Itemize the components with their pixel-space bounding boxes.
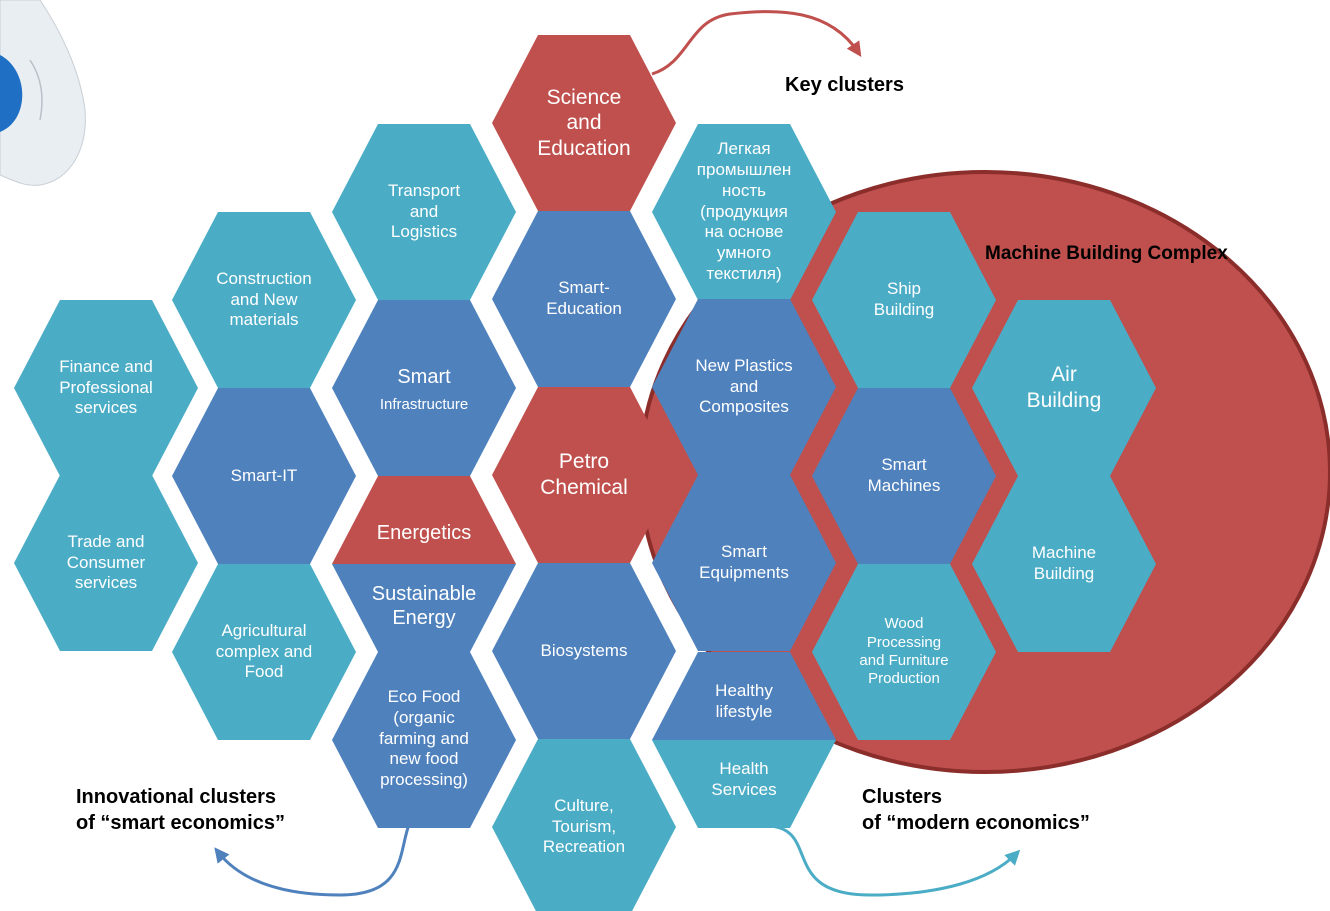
hex-light-industry — [652, 124, 836, 300]
hex-transport — [332, 124, 516, 300]
hex-smart-equipments — [652, 475, 836, 651]
hex-smart-it — [172, 388, 356, 564]
hex-smart-infrastructure — [332, 300, 516, 476]
hex-agricultural — [172, 564, 356, 740]
hex-air-building — [972, 300, 1156, 476]
hex-culture — [492, 739, 676, 911]
arrow-key-clusters — [651, 10, 862, 76]
hex-new-plastics — [652, 299, 836, 475]
caption-innovational-clusters: Innovational clusters of “smart economic… — [76, 786, 285, 834]
hex-machine-building — [972, 476, 1156, 652]
arrow-modern — [769, 824, 1021, 897]
hex-biosystems — [492, 563, 676, 739]
hex-finance — [14, 300, 198, 476]
hex-construction — [172, 212, 356, 388]
hex-sustainable-energy — [332, 564, 516, 652]
hex-trade — [14, 475, 198, 651]
hex-wood-processing — [812, 564, 996, 740]
caption-modern-economics: Clusters of “modern economics” — [862, 786, 1090, 834]
hex-petro — [492, 387, 676, 563]
hex-energetics — [332, 476, 516, 564]
hex-eco-food — [332, 652, 516, 828]
hex-smart-machines — [812, 388, 996, 564]
hex-smart-education — [492, 211, 676, 387]
arrow-innovational — [214, 821, 412, 897]
map-fragment — [0, 0, 86, 186]
caption-machine-building-complex: Machine Building Complex — [985, 243, 1228, 264]
hex-healthy-lifestyle — [652, 652, 836, 740]
caption-key-clusters: Key clusters — [785, 74, 904, 96]
hex-health-services — [652, 740, 836, 828]
hex-science — [492, 35, 676, 211]
hex-ship-building — [812, 212, 996, 388]
